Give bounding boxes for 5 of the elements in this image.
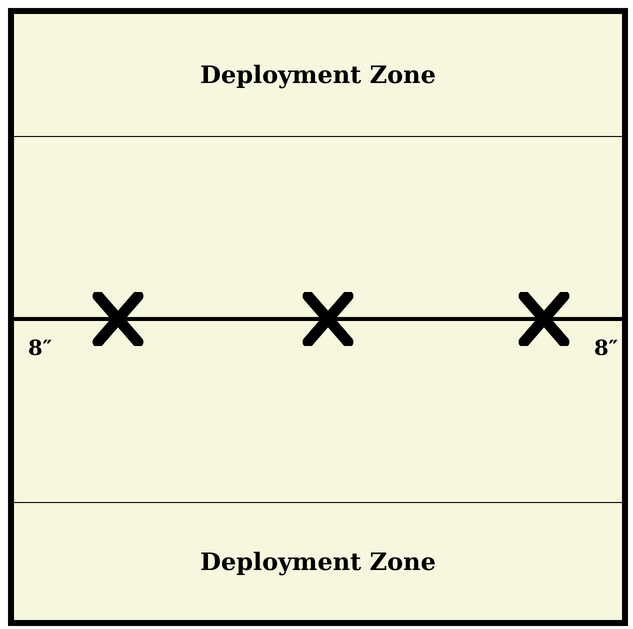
zone-label: Deployment Zone bbox=[200, 59, 436, 91]
dimension-label: 8″ bbox=[594, 334, 618, 362]
battlefield-board bbox=[8, 8, 628, 626]
dimension-label: 8″ bbox=[28, 334, 52, 362]
zone-label: Deployment Zone bbox=[200, 546, 436, 578]
